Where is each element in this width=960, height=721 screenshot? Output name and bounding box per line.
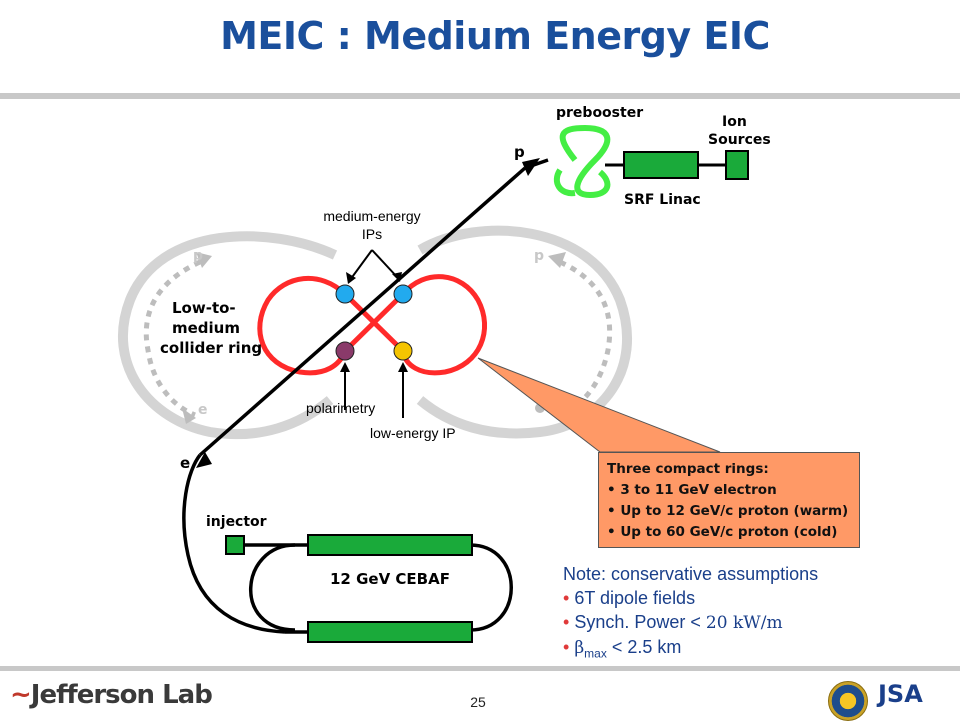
ion-sources-box xyxy=(725,150,749,180)
prebooster-ring xyxy=(553,124,611,199)
polarimetry-label: polarimetry xyxy=(306,400,375,416)
logo-text: Jefferson Lab xyxy=(30,680,213,710)
logo-swoosh-icon: ~ xyxy=(10,680,32,710)
pointer-head-3 xyxy=(340,362,350,372)
injector-label: injector xyxy=(206,514,267,530)
jsa-logo: JSA xyxy=(878,680,923,708)
slide-title: MEIC : Medium Energy EIC xyxy=(220,14,770,58)
beta-value: < 2.5 km xyxy=(606,637,682,657)
note-line-3: • βmax < 2.5 km xyxy=(563,637,682,661)
ghost-arrowhead-1 xyxy=(196,252,212,268)
e-left-label: e xyxy=(198,402,208,418)
ghost-ring-right xyxy=(416,225,633,439)
injector-box xyxy=(225,535,245,555)
page-number: 25 xyxy=(470,694,486,710)
assumptions-note: Note: conservative assumptions • 6T dipo… xyxy=(563,562,818,666)
ghost-arrowhead-2 xyxy=(182,408,196,424)
beta-symbol: β xyxy=(574,638,585,658)
ion-sources-label-2: Sources xyxy=(708,132,771,148)
pointer-head-1 xyxy=(346,272,356,284)
medium-energy-label-1: medium-energy xyxy=(323,208,420,224)
cebaf-linac-top xyxy=(307,534,473,556)
pointer-head-4 xyxy=(398,362,408,372)
callout-heading: Three compact rings: xyxy=(607,461,769,477)
prebooster-label: prebooster xyxy=(556,105,643,121)
srf-linac-box xyxy=(623,151,699,179)
ghost-ring-left xyxy=(117,231,338,440)
beam-arrowhead-mid xyxy=(196,452,212,468)
jefferson-lab-logo: ~Jefferson Lab xyxy=(10,680,213,710)
beam-arrowhead-top xyxy=(522,158,540,176)
ion-sources-label-1: Ion xyxy=(722,114,747,130)
note-line-2: • Synch. Power < 20 kW/m xyxy=(563,612,783,633)
ip-polarimetry xyxy=(335,341,355,361)
e-bottom-label: e xyxy=(180,454,190,472)
jsa-text: JSA xyxy=(878,680,923,708)
synch-power-value: 20 kW/m xyxy=(705,613,783,633)
ip-pointers xyxy=(344,249,404,418)
doe-seal-icon xyxy=(828,681,868,721)
ip-low-energy xyxy=(393,341,413,361)
pointer-head-2 xyxy=(392,272,402,282)
srf-linac-label: SRF Linac xyxy=(624,192,701,208)
cebaf-linac-bottom xyxy=(307,621,473,643)
dipole-text: 6T dipole fields xyxy=(574,588,696,608)
callout-box: Three compact rings: 3 to 11 GeV electro… xyxy=(598,452,860,548)
callout-list: 3 to 11 GeV electron Up to 12 GeV/c prot… xyxy=(607,480,851,543)
cebaf-label: 12 GeV CEBAF xyxy=(330,570,450,588)
ring-label-1: Low-to- xyxy=(172,299,236,317)
synch-power-text: Synch. Power < xyxy=(574,612,706,632)
ip-medium-right xyxy=(393,284,413,304)
ghost-arrowhead-3 xyxy=(548,252,566,268)
low-energy-ip-label: low-energy IP xyxy=(370,425,456,441)
p-right-label: p xyxy=(534,248,544,264)
callout-item: 3 to 11 GeV electron xyxy=(607,480,851,501)
ring-label-2: medium xyxy=(172,319,240,337)
collider-ring xyxy=(257,274,488,376)
callout-item: Up to 12 GeV/c proton (warm) xyxy=(607,501,851,522)
callout-item: Up to 60 GeV/c proton (cold) xyxy=(607,522,851,543)
note-heading: Note: conservative assumptions xyxy=(563,564,819,584)
note-line-1: • 6T dipole fields xyxy=(563,588,696,608)
title-divider xyxy=(0,93,960,99)
ip-medium-left xyxy=(335,284,355,304)
medium-energy-label-2: IPs xyxy=(362,226,382,242)
footer-divider xyxy=(0,666,960,671)
ring-label-3: collider ring xyxy=(160,339,262,357)
p-top-label: p xyxy=(514,143,525,161)
p-left-label: p xyxy=(193,248,203,264)
beta-subscript: max xyxy=(584,646,607,661)
